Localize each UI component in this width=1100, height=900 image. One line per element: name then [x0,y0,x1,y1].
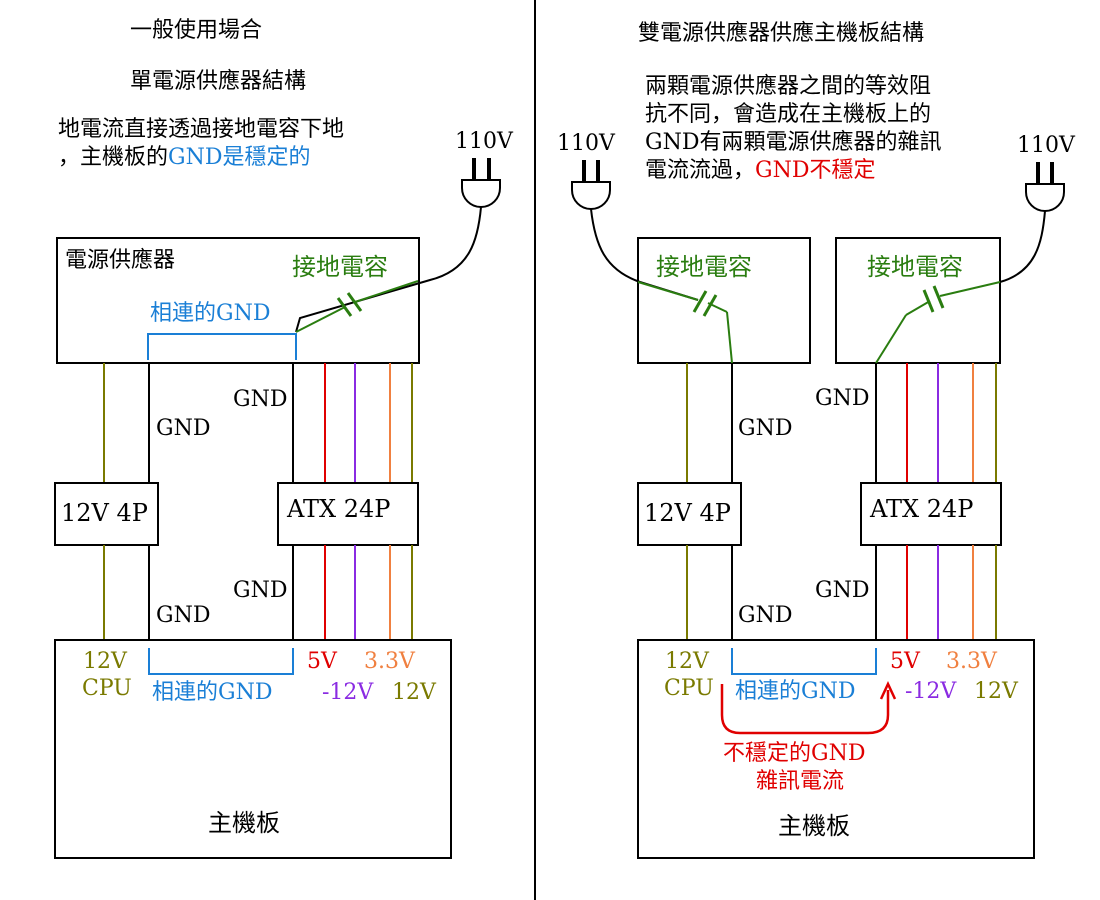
left-mb-gnd-linked: 相連的GND [152,680,272,705]
left-psu-gnd-linked: 相連的GND [150,301,270,326]
right-desc-line4: 電流流過，GND不穩定 [645,158,875,183]
left-desc-line2-blue: GND是穩定的 [168,145,310,170]
left-mains-cord [295,206,482,333]
right-connector-12v: 12V 4P [644,499,731,527]
right-plug-voltage-right: 110V [1017,133,1076,158]
left-connector-atx-box [277,482,419,546]
left-mb-12vb: 12V [392,680,437,705]
left-connector-atx: ATX 24P [286,495,390,523]
right-desc-line4-black: 電流流過， [645,158,755,183]
left-mb-neg12v: -12V [322,680,374,705]
right-mains-cord-right [999,210,1046,283]
left-psu-label: 電源供應器 [65,247,175,273]
right-mains-cord-left [590,208,699,301]
right-desc-line2: 抗不同，會造成在主機板上的 [645,102,931,127]
left-gnd-label-1: GND [233,387,287,412]
left-motherboard-label: 主機板 [208,809,280,837]
right-gnd-label-3: GND [815,578,869,603]
right-mb-12v: 12V [665,649,710,674]
right-motherboard-label: 主機板 [778,812,850,840]
right-motherboard-box [637,639,1035,859]
right-gnd-label-2: GND [738,416,792,441]
left-desc-line2-black: ，主機板的 [58,145,168,170]
left-desc-line2: ，主機板的GND是穩定的 [58,145,310,170]
right-desc-line1: 兩顆電源供應器之間的等效阻 [645,73,931,99]
left-capacitor-symbol [295,280,419,333]
right-panel: 雙電源供應器供應主機板結構 兩顆電源供應器之間的等效阻 抗不同，會造成在主機板上… [557,20,1076,859]
right-mb-gnd-bracket [731,648,877,675]
left-motherboard-box [54,639,452,859]
right-unstable-gnd: 不穩定的GND [723,741,865,766]
right-plug-right-icon [1025,162,1065,212]
right-psu-b-capacitor-symbol [875,281,1001,364]
right-connector-atx-box [860,482,1002,546]
right-plug-left-icon [571,160,611,210]
right-mb-33v: 3.3V [946,649,998,674]
left-plug-icon [461,158,501,208]
left-mb-cpu: CPU [82,676,132,701]
right-capacitor-label-a: 接地電容 [656,253,752,281]
right-connector-12v-box [637,482,742,546]
right-desc-line4-red: GND不穩定 [755,158,875,183]
left-mb-33v: 3.3V [364,649,416,674]
right-mb-neg12v: -12V [905,679,957,704]
right-mb-gnd-linked: 相連的GND [735,679,855,704]
right-title: 雙電源供應器供應主機板結構 [638,20,924,46]
left-subtitle: 單電源供應器結構 [130,68,306,94]
left-mb-12v: 12V [83,649,128,674]
right-gnd-label-1: GND [815,386,869,411]
left-gnd-label-3: GND [233,578,287,603]
left-mb-5v: 5V [307,649,338,674]
right-plug-voltage-left: 110V [557,131,616,156]
right-desc-line3: GND有兩顆電源供應器的雜訊 [645,129,941,155]
left-desc-line1: 地電流直接透過接地電容下地 [58,117,344,142]
right-mb-5v: 5V [890,649,921,674]
right-psu-a-capacitor-symbol [637,281,733,364]
right-psu-b-box [835,237,1001,364]
left-psu-gnd-bracket [147,333,297,360]
right-mb-12vb: 12V [974,679,1019,704]
left-gnd-label-2: GND [156,416,210,441]
right-connector-atx: ATX 24P [869,495,973,523]
left-title: 一般使用場合 [130,18,262,43]
left-mb-gnd-bracket [148,648,294,675]
left-psu-box [56,237,420,364]
right-noise-current: 雜訊電流 [756,769,844,794]
right-capacitor-label-b: 接地電容 [867,253,963,281]
left-capacitor-label: 接地電容 [292,253,388,281]
right-psu-a-box [637,237,811,364]
left-plug-voltage: 110V [455,129,514,154]
noise-current-arrow [720,681,897,735]
left-connector-12v: 12V 4P [61,499,148,527]
left-gnd-label-4: GND [156,603,210,628]
right-mb-cpu: CPU [664,676,714,701]
right-gnd-label-4: GND [738,603,792,628]
left-panel: 一般使用場合 單電源供應器結構 地電流直接透過接地電容下地 ，主機板的GND是穩… [54,18,514,859]
left-connector-12v-box [54,482,159,546]
